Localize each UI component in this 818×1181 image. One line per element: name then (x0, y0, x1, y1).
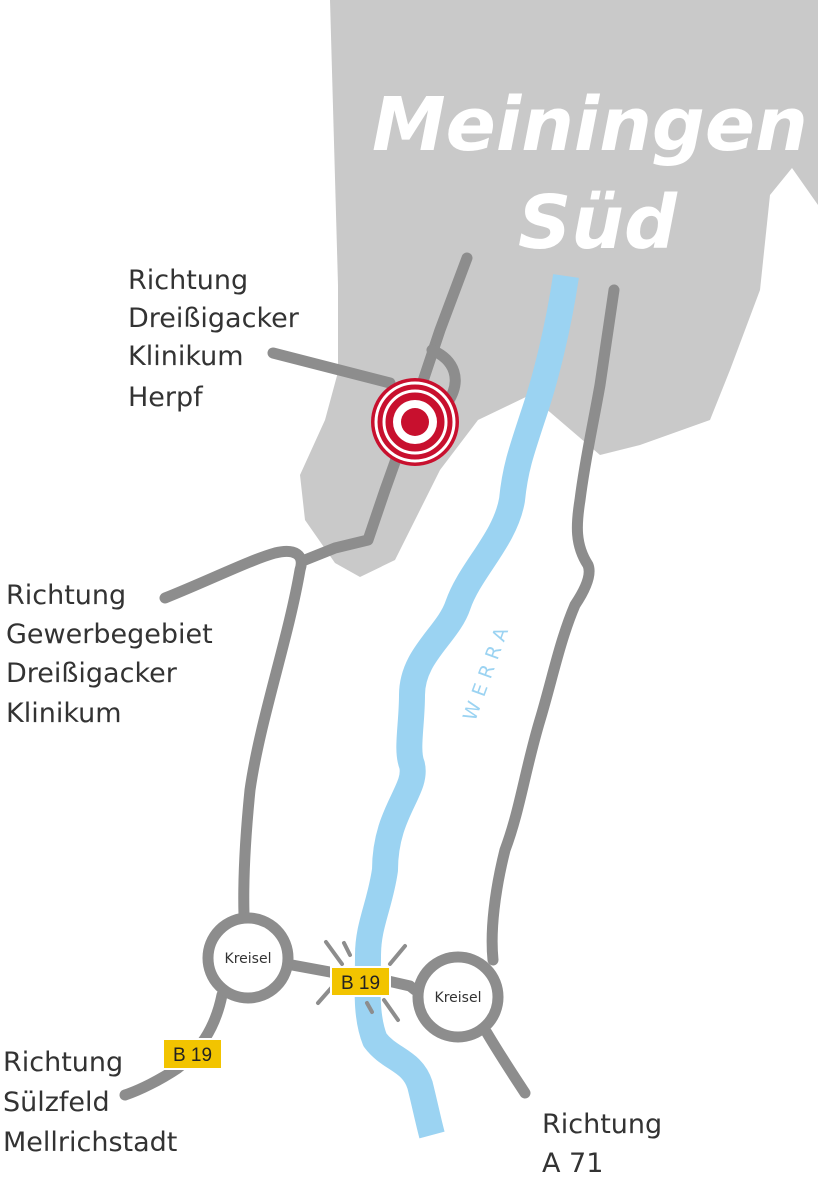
label-north-west: Richtung Dreißigacker Klinikum Herpf (128, 265, 300, 413)
label-se-line2: A 71 (542, 1148, 603, 1179)
label-south-east: Richtung A 71 (542, 1109, 662, 1179)
label-west: Richtung Gewerbegebiet Dreißigacker Klin… (6, 580, 213, 729)
road-herpf-branch (267, 347, 396, 389)
road-west (159, 545, 307, 921)
label-nw-line1: Richtung (128, 265, 248, 296)
label-nw-line2: Dreißigacker (128, 303, 300, 334)
badge-b19-bridge-text: B 19 (341, 973, 380, 994)
location-target-icon[interactable] (371, 378, 459, 466)
label-w-line2: Gewerbegebiet (6, 619, 213, 650)
road-east (486, 284, 620, 966)
label-south-west: Richtung Sülzfeld Mellrichstadt (3, 1047, 177, 1158)
roundabout-left[interactable]: Kreisel (202, 912, 294, 1004)
label-w-line1: Richtung (6, 580, 126, 611)
city-name-line1: Meiningen (372, 82, 808, 168)
roundabout-right-label: Kreisel (435, 990, 482, 1006)
label-w-line3: Dreißigacker (6, 658, 178, 689)
river-werra (354, 274, 579, 1139)
label-sw-line3: Mellrichstadt (3, 1127, 177, 1158)
road-south-east (481, 1027, 531, 1099)
roundabout-right[interactable]: Kreisel (412, 951, 504, 1043)
river-label: WERRA (459, 618, 515, 724)
label-sw-line1: Richtung (3, 1047, 123, 1078)
badge-b19-south-west: B 19 (162, 1038, 223, 1070)
badge-b19-south-west-text: B 19 (173, 1045, 212, 1066)
roundabout-left-label: Kreisel (225, 951, 272, 967)
city-name-line2: Süd (518, 180, 678, 266)
label-w-line4: Klinikum (6, 698, 122, 729)
label-nw-line4: Herpf (128, 382, 204, 413)
label-sw-line2: Sülzfeld (3, 1087, 110, 1118)
label-nw-line3: Klinikum (128, 341, 244, 372)
label-se-line1: Richtung (542, 1109, 662, 1140)
badge-b19-bridge: B 19 (330, 966, 391, 997)
